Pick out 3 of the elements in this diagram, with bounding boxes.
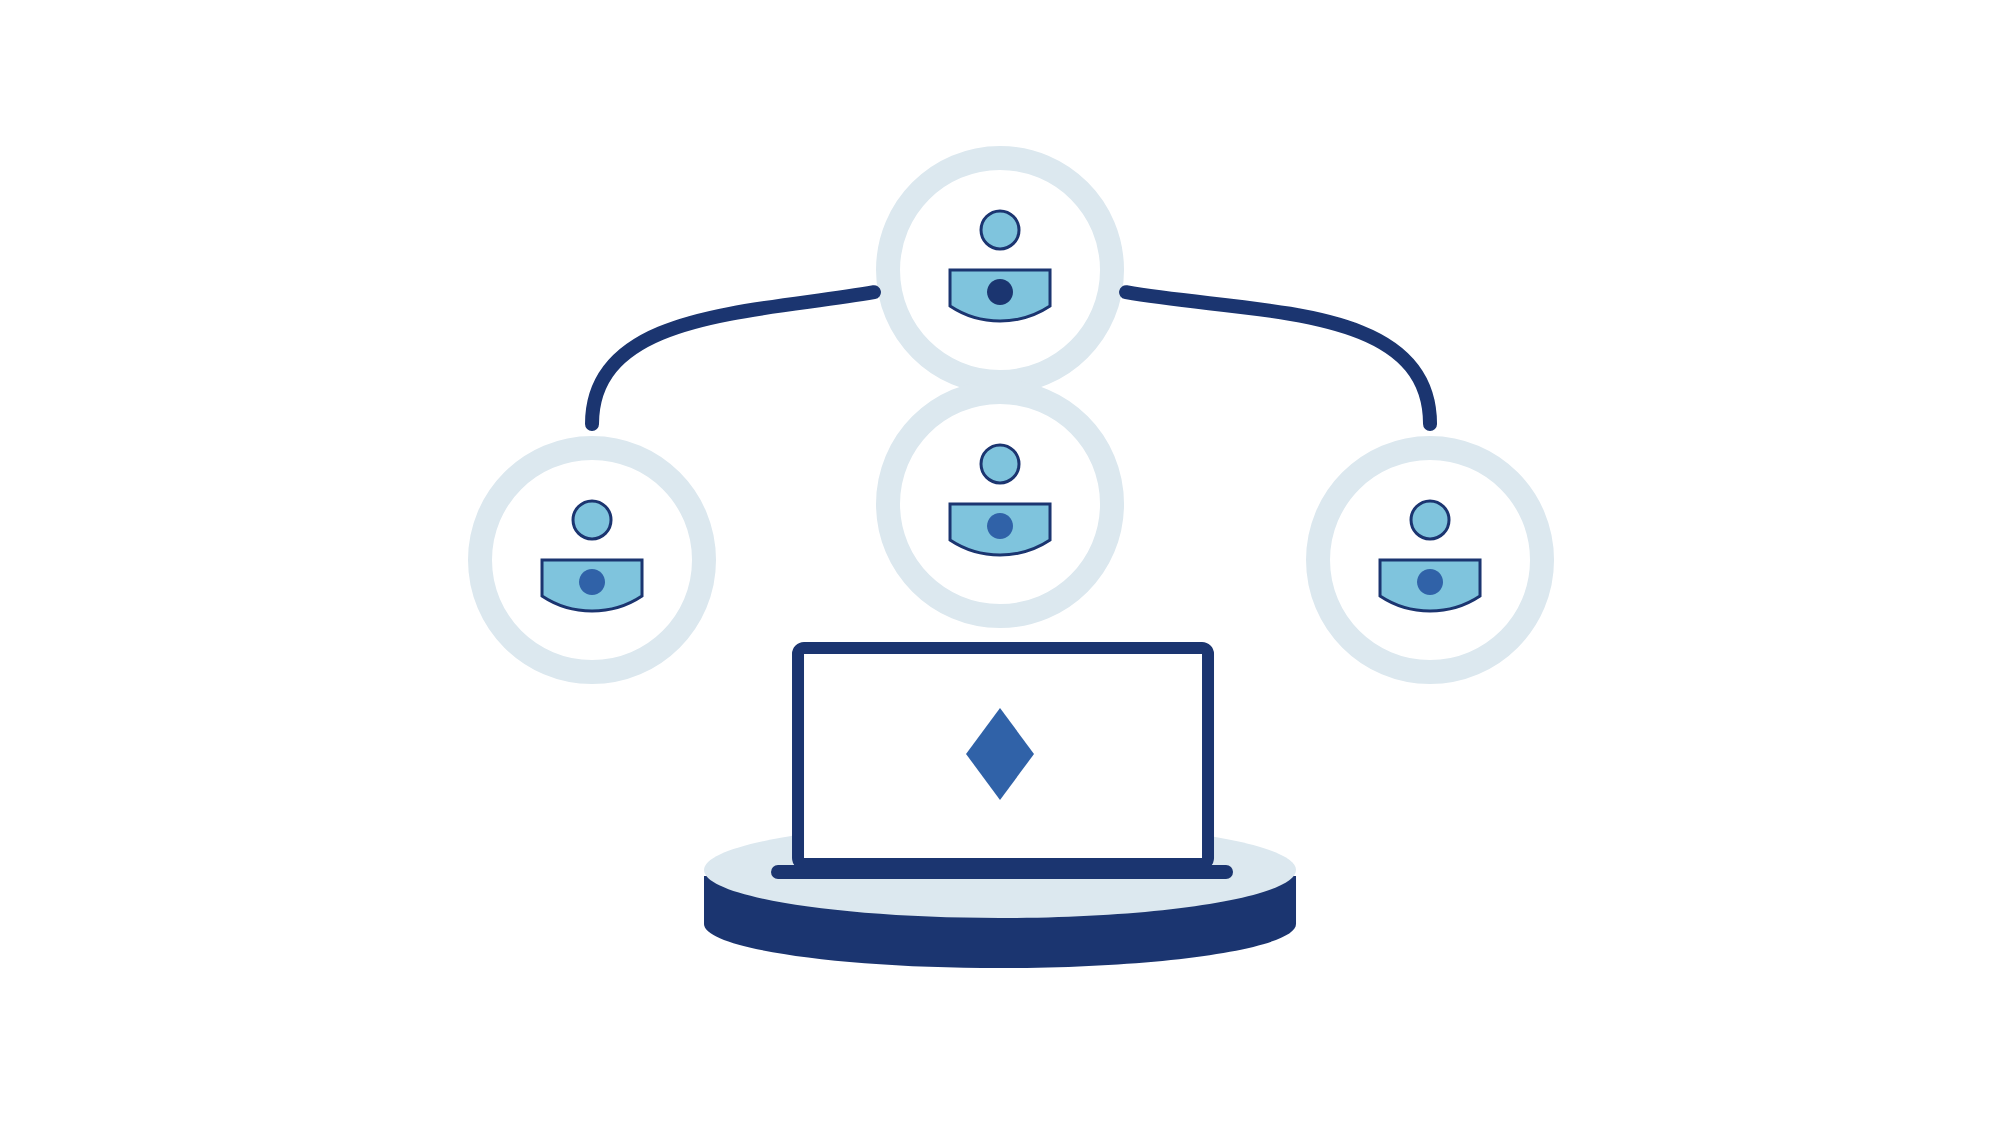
laptop-drawing — [704, 642, 1296, 968]
connector-line — [1119, 285, 1437, 431]
connector-line — [585, 285, 881, 431]
